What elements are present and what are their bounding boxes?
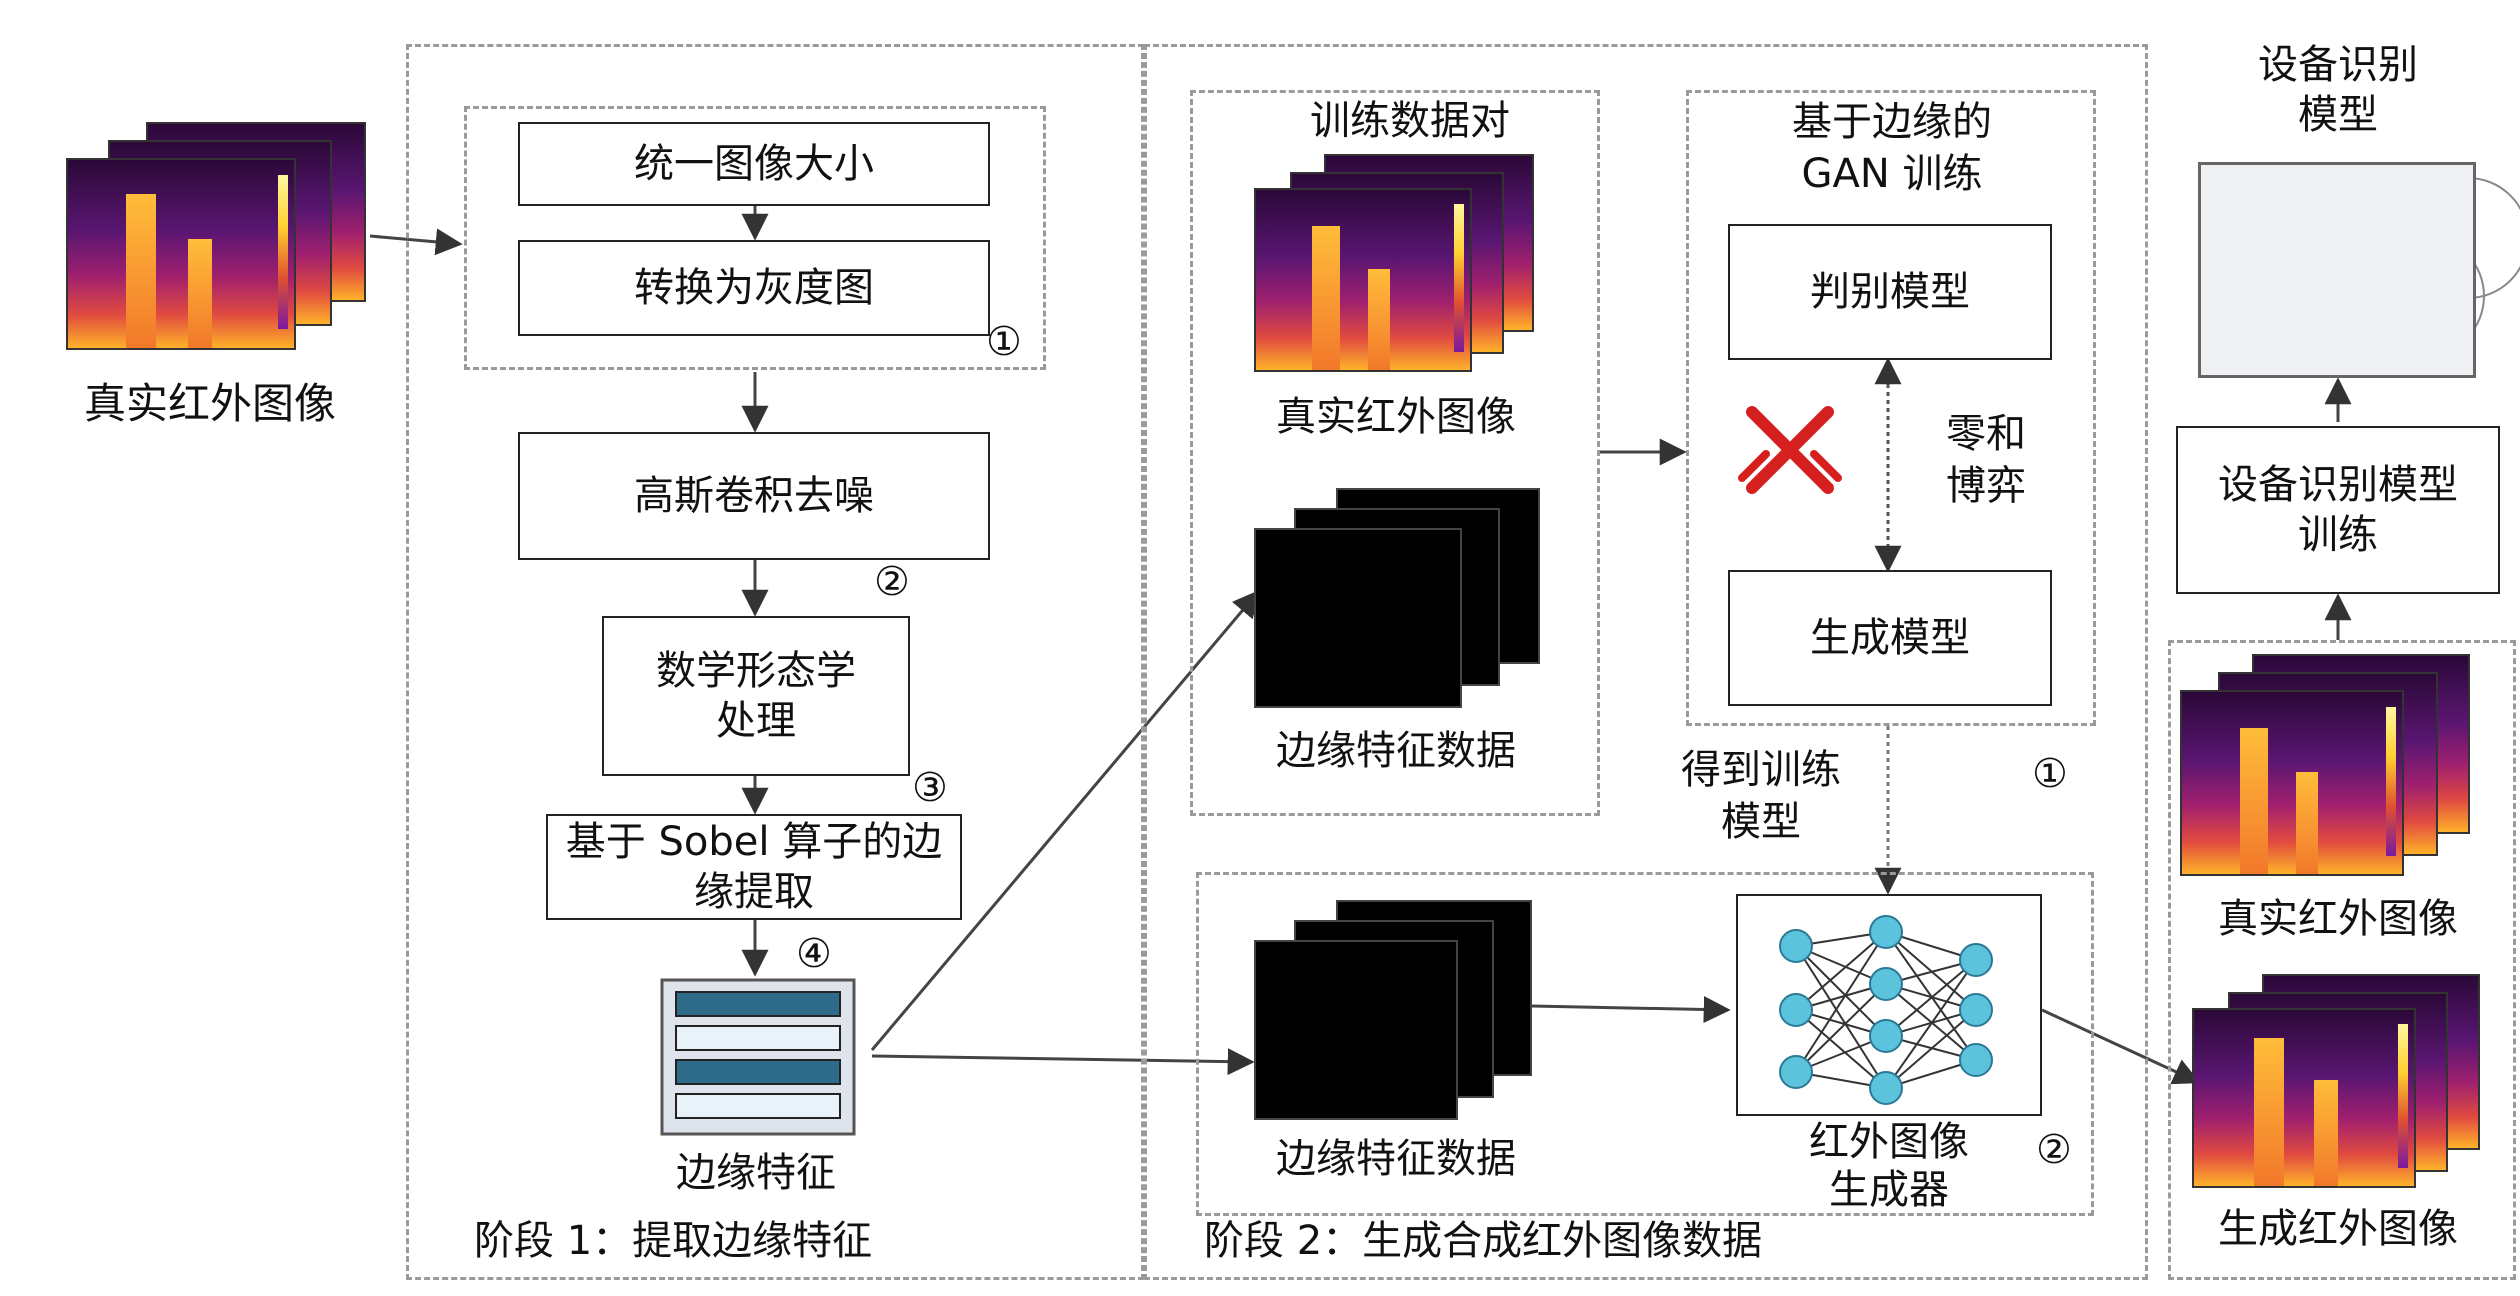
- stage1-region: [406, 44, 1144, 1280]
- training-pairs-title: 训练数据对: [1310, 98, 1510, 144]
- synthetic-stack: [2192, 974, 2482, 1188]
- device-model-title: 设备识别模型: [2258, 42, 2418, 138]
- crossed-swords-icon: [1738, 406, 1842, 494]
- gan-title: 基于边缘的 GAN 训练: [1792, 99, 1992, 197]
- obtain-model-label: 得到训练模型: [1681, 747, 1841, 845]
- device-training-box: 设备识别模型训练: [2176, 426, 2500, 594]
- thermal-image: [2192, 1008, 2416, 1188]
- input-thermal-stack: [66, 118, 370, 352]
- arrow-input-to-stage1: [369, 228, 463, 256]
- device-model-box: [2198, 162, 2476, 378]
- generation-group: [1196, 872, 2094, 1216]
- generator-model-box: 生成模型: [1728, 570, 2052, 706]
- thermal-image: [1254, 188, 1472, 372]
- right-real-caption: 真实红外图像: [2218, 896, 2458, 942]
- morphology-step: 数学形态学处理: [602, 616, 910, 776]
- training-pairs-group: [1190, 90, 1600, 816]
- edge-image: [1254, 940, 1458, 1120]
- edge-feature-stack-icon: [660, 978, 856, 1136]
- gan-marker: ①: [2032, 751, 2068, 797]
- edge-image: [1254, 528, 1462, 708]
- gen-marker: ②: [2036, 1127, 2072, 1173]
- pairs-edge-stack: [1254, 488, 1542, 710]
- stage1-label: 阶段 1：提取边缘特征: [474, 1218, 873, 1264]
- recognition-data-group: [2168, 640, 2516, 1280]
- step-marker-3: ③: [912, 765, 948, 811]
- gen-edge-caption: 边缘特征数据: [1276, 1136, 1516, 1182]
- stage2-label: 阶段 2：生成合成红外图像数据: [1204, 1218, 1763, 1264]
- discriminator-box: 判别模型: [1728, 224, 2052, 360]
- synthetic-caption: 生成红外图像: [2218, 1206, 2458, 1252]
- step-marker-1: ①: [986, 319, 1022, 365]
- neural-network-icon: [1779, 915, 1993, 1105]
- thermal-image: [66, 158, 296, 350]
- arrow-edge-to-generator: [1531, 996, 1731, 1024]
- arrow-feature-to-gen: [871, 1048, 1255, 1076]
- input-caption: 真实红外图像: [83, 379, 336, 428]
- generator-caption: 红外图像生成器: [1809, 1119, 1969, 1213]
- pairs-real-caption: 真实红外图像: [1276, 394, 1516, 440]
- pairs-edge-caption: 边缘特征数据: [1276, 728, 1516, 774]
- preprocess-group: [464, 106, 1046, 370]
- resize-step: 统一图像大小: [518, 122, 990, 206]
- stage2-region: [1144, 44, 2148, 1280]
- sobel-step: 基于 Sobel 算子的边缘提取: [546, 814, 962, 920]
- step-marker-2: ②: [874, 559, 910, 605]
- pairs-thermal-stack: [1254, 154, 1536, 372]
- edge-feature-caption: 边缘特征: [676, 1150, 836, 1196]
- grayscale-step: 转换为灰度图: [518, 240, 990, 336]
- gen-edge-stack: [1254, 900, 1534, 1120]
- generator-box: [1736, 894, 2042, 1116]
- thermal-image: [2180, 690, 2404, 876]
- right-real-stack: [2180, 654, 2472, 878]
- gan-training-group: [1686, 90, 2096, 726]
- arrow-feature-to-pairs: [870, 589, 1260, 1051]
- denoise-step: 高斯卷积去噪: [518, 432, 990, 560]
- zero-sum-label: 零和博弈: [1946, 411, 2026, 509]
- step-marker-4: ④: [796, 931, 832, 977]
- arrow-generator-to-synthetic: [2041, 1008, 2201, 1085]
